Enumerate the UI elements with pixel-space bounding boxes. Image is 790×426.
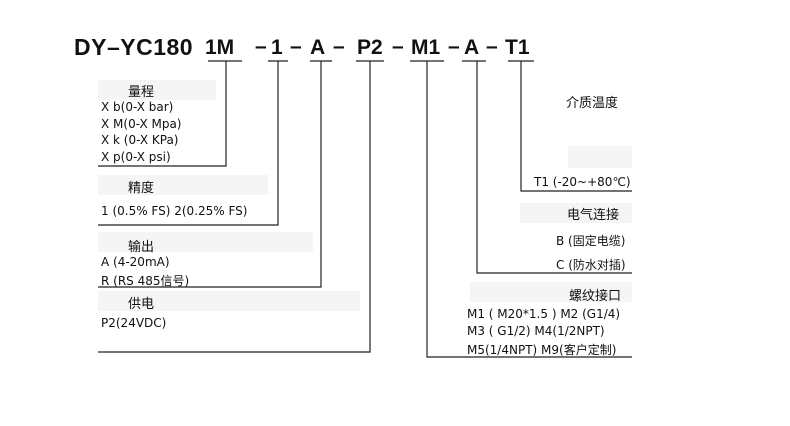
- segment-temperature: T1: [505, 36, 530, 59]
- range-title: 量程: [128, 85, 155, 100]
- dash-4: –: [392, 35, 404, 58]
- thread-item: M1 ( M20*1.5 ) M2 (G1/4): [467, 307, 621, 321]
- electrical-item: C (防水对插): [556, 258, 626, 272]
- accuracy-title: 精度: [128, 181, 155, 196]
- power-item: P2(24VDC): [101, 316, 167, 330]
- output-title: 输出: [128, 240, 155, 255]
- model-prefix: DY–YC180: [74, 34, 194, 60]
- range-item: X b(0-X bar): [101, 100, 174, 114]
- thread-title: 螺纹接口: [569, 289, 622, 304]
- electrical-item: B (固定电缆): [556, 234, 626, 248]
- electrical-title: 电气连接: [567, 208, 620, 223]
- segment-range: 1M: [205, 36, 235, 59]
- dash-2: –: [290, 35, 302, 58]
- thread-band: [470, 282, 632, 302]
- accuracy-band: [98, 175, 268, 195]
- dash-6: –: [486, 35, 498, 58]
- electrical-band: [520, 203, 632, 223]
- range-item: X p(0-X psi): [101, 150, 171, 164]
- segment-output: A: [310, 36, 326, 59]
- output-item: A (4-20mA): [101, 255, 170, 269]
- output-band: [98, 232, 313, 252]
- power-band: [98, 291, 360, 311]
- accuracy-item: 1 (0.5% FS) 2(0.25% FS): [101, 204, 248, 218]
- range-band: [98, 80, 216, 100]
- segment-electrical: A: [464, 36, 480, 59]
- temperature-item: T1 (-20~+80℃): [534, 175, 631, 189]
- segment-thread: M1: [411, 36, 441, 59]
- dash-5: –: [448, 35, 460, 58]
- thread-item: M5(1/4NPT) M9(客户定制): [467, 343, 617, 357]
- dash-3: –: [333, 35, 345, 58]
- range-item: X k (0-X KPa): [101, 133, 179, 147]
- temperature-band: [568, 146, 632, 168]
- range-item: X M(0-X Mpa): [101, 117, 182, 131]
- dash-1: –: [255, 35, 267, 58]
- thread-item: M3 ( G1/2) M4(1/2NPT): [467, 324, 605, 338]
- power-title: 供电: [128, 297, 155, 312]
- segment-power: P2: [357, 36, 383, 59]
- segment-accuracy: 1: [271, 36, 283, 59]
- temperature-title: 介质温度: [566, 96, 619, 111]
- output-item: R (RS 485信号): [101, 274, 190, 288]
